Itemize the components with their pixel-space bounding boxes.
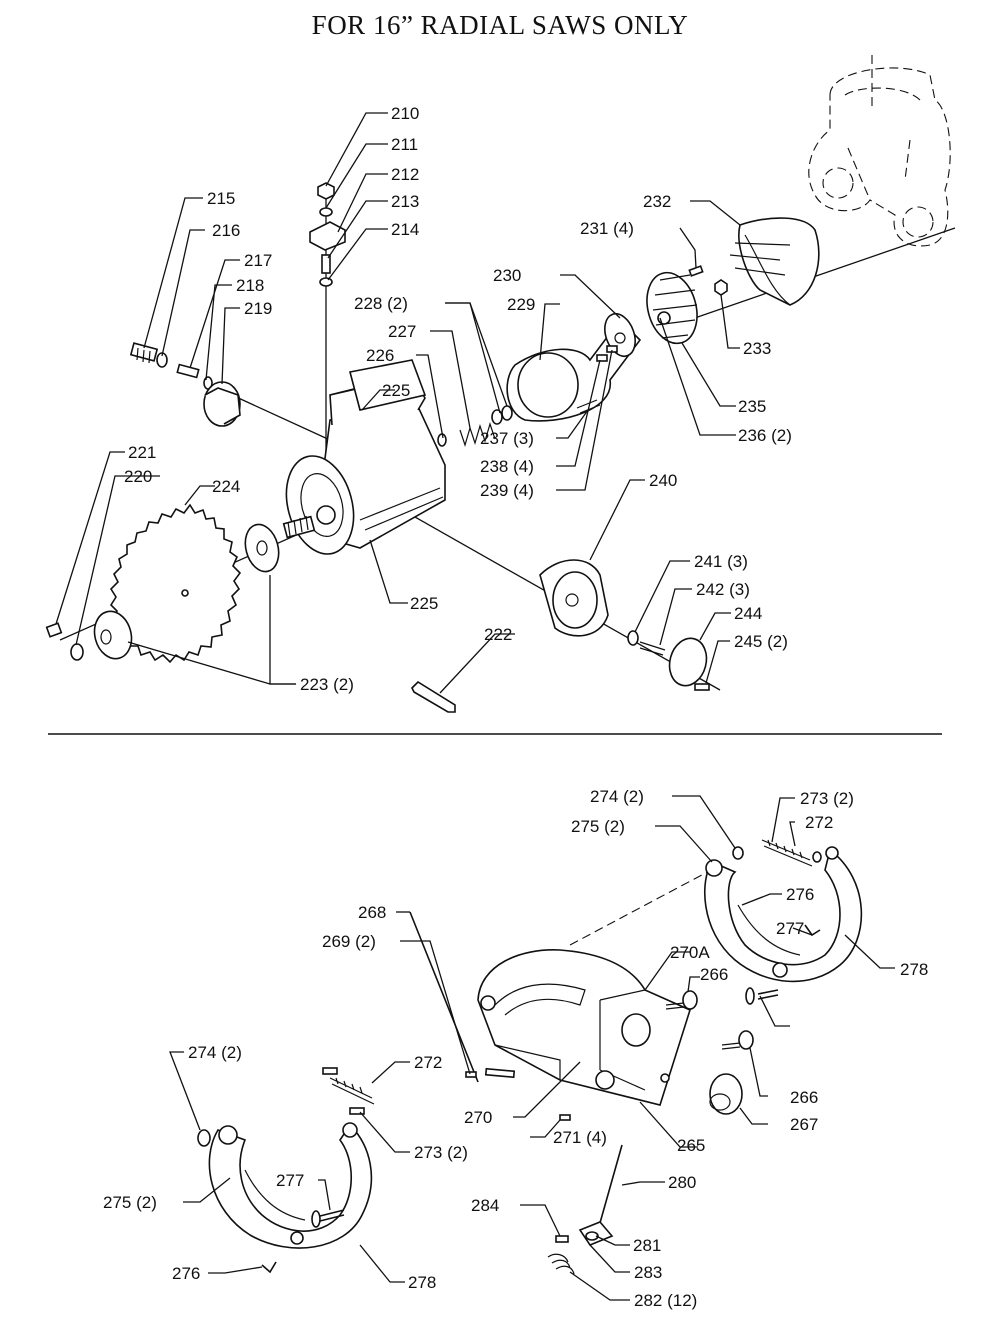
callout-237: 237 (3): [480, 429, 534, 448]
callout-268: 268: [358, 903, 386, 922]
callout-219: 219: [244, 299, 272, 318]
callout-240: 240: [649, 471, 677, 490]
callout-231: 231 (4): [580, 219, 634, 238]
callout-225-top: 225: [382, 381, 410, 400]
diagram-title: FOR 16” RADIAL SAWS ONLY: [311, 10, 689, 40]
callout-281: 281: [633, 1236, 661, 1255]
callout-221: 221: [128, 443, 156, 462]
callout-220: 220: [124, 467, 152, 486]
callout-271: 271 (4): [553, 1128, 607, 1147]
callout-218: 218: [236, 276, 264, 295]
callout-216: 216: [212, 221, 240, 240]
callout-214: 214: [391, 220, 419, 239]
fan-guard-232: [729, 217, 820, 306]
callout-217: 217: [244, 251, 272, 270]
fan-235: [646, 271, 698, 345]
end-bell-240: [539, 559, 609, 637]
callout-267: 267: [790, 1115, 818, 1134]
callout-276-left: 276: [172, 1264, 200, 1283]
callout-229: 229: [507, 295, 535, 314]
callout-242: 242 (3): [696, 580, 750, 599]
callout-269: 269 (2): [322, 932, 376, 951]
callout-275-right: 275 (2): [571, 817, 625, 836]
retaining-ring-right: [703, 846, 863, 983]
callout-232: 232: [643, 192, 671, 211]
callout-212: 212: [391, 165, 419, 184]
callout-226: 226: [366, 346, 394, 365]
callout-241: 241 (3): [694, 552, 748, 571]
callout-245: 245 (2): [734, 632, 788, 651]
callout-211: 211: [391, 135, 418, 154]
upper-callout-labels: 210 211 212 213 214 215 216 217 218 219 …: [124, 104, 792, 694]
callout-228: 228 (2): [354, 294, 408, 313]
callout-277-right: 277: [776, 919, 804, 938]
fan-housing: [506, 312, 642, 422]
yoke-outline: [808, 55, 951, 247]
callout-224: 224: [212, 477, 240, 496]
motor: [282, 359, 446, 555]
callout-210: 210: [391, 104, 419, 123]
callout-278-left: 278: [408, 1273, 436, 1292]
blade-guard: [477, 949, 691, 1106]
callout-272-right: 272: [805, 813, 833, 832]
callout-278-right: 278: [900, 960, 928, 979]
callout-223: 223 (2): [300, 675, 354, 694]
callout-283: 283: [634, 1263, 662, 1282]
callout-275-left: 275 (2): [103, 1193, 157, 1212]
callout-265: 265: [677, 1136, 705, 1155]
callout-213: 213: [391, 192, 419, 211]
callout-266-b: 266: [790, 1088, 818, 1107]
callout-215: 215: [207, 189, 235, 208]
callout-274-left: 274 (2): [188, 1043, 242, 1062]
callout-235: 235: [738, 397, 766, 416]
retaining-ring-left: [208, 1122, 373, 1249]
callout-282: 282 (12): [634, 1291, 697, 1310]
callout-238: 238 (4): [480, 457, 534, 476]
callout-276-right: 276: [786, 885, 814, 904]
callout-273-right: 273 (2): [800, 789, 854, 808]
lower-callout-labels: 265 266 266 267 268 269 (2) 270 270A 271…: [103, 787, 928, 1310]
callout-284: 284: [471, 1196, 499, 1215]
lower-assembly: [169, 795, 895, 1301]
callout-230: 230: [493, 266, 521, 285]
callout-244: 244: [734, 604, 762, 623]
callout-225-bottom: 225: [410, 594, 438, 613]
callout-227: 227: [388, 322, 416, 341]
callout-274-right: 274 (2): [590, 787, 644, 806]
callout-233: 233: [743, 339, 771, 358]
callout-280: 280: [668, 1173, 696, 1192]
callout-273-left: 273 (2): [414, 1143, 468, 1162]
callout-277-left: 277: [276, 1171, 304, 1190]
callout-236: 236 (2): [738, 426, 792, 445]
callout-270: 270: [464, 1108, 492, 1127]
callout-266-a: 266: [700, 965, 728, 984]
callout-272-left: 272: [414, 1053, 442, 1072]
callout-270a: 270A: [670, 943, 710, 962]
saw-blade: [109, 503, 242, 664]
callout-222: 222: [484, 625, 512, 644]
callout-239: 239 (4): [480, 481, 534, 500]
upper-assembly: [45, 55, 956, 713]
